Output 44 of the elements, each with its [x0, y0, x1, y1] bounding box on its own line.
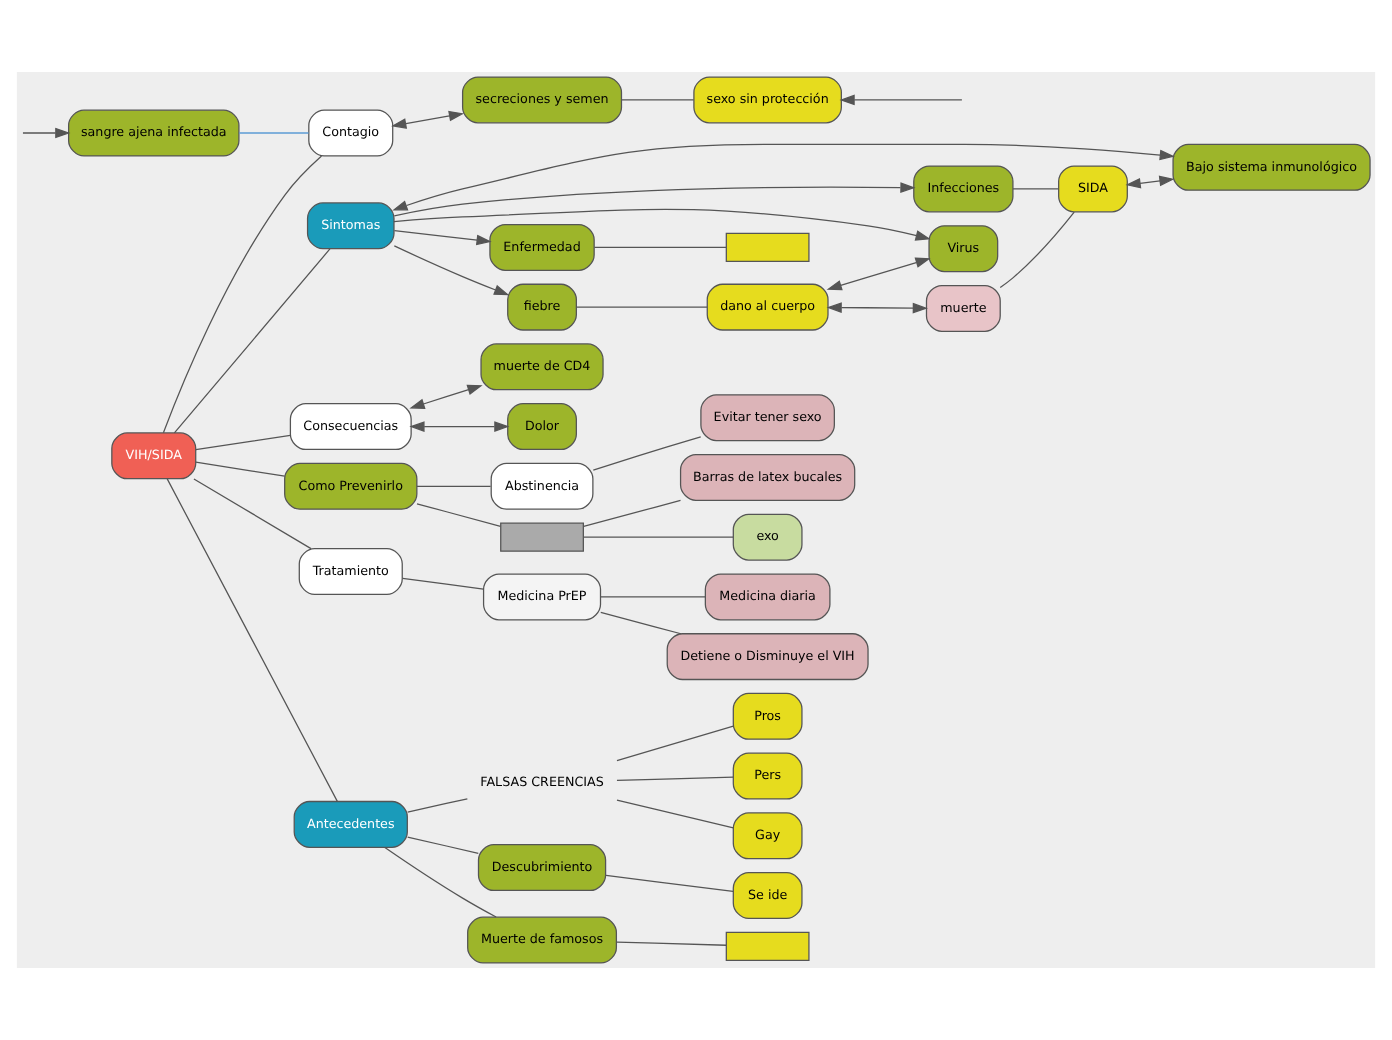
arrow — [392, 143, 1175, 211]
arrow — [409, 421, 510, 432]
connector — [407, 798, 468, 813]
connector — [621, 99, 695, 101]
connector — [195, 461, 286, 477]
arrow — [391, 110, 465, 129]
connector — [616, 776, 734, 781]
arrow — [393, 182, 916, 217]
connector — [407, 836, 479, 854]
node-box — [500, 522, 584, 552]
connector — [402, 577, 485, 590]
arrow — [826, 257, 931, 291]
connector — [162, 155, 323, 434]
connector — [999, 211, 1075, 289]
connector — [583, 536, 734, 538]
connector — [600, 596, 706, 598]
connector — [166, 478, 338, 802]
connector — [173, 248, 331, 434]
arrow — [22, 127, 71, 139]
arrow — [409, 384, 483, 409]
connector — [616, 941, 727, 946]
connector — [583, 499, 682, 527]
connector — [592, 436, 702, 471]
connector — [616, 725, 734, 762]
connector — [616, 799, 734, 829]
connector — [576, 306, 708, 308]
arrow — [826, 302, 928, 314]
connector — [605, 874, 734, 892]
connector — [593, 246, 727, 249]
connector — [416, 485, 492, 487]
node-box — [725, 232, 810, 262]
arrow — [393, 245, 510, 296]
connector — [416, 503, 502, 527]
arrow — [393, 230, 492, 246]
arrow — [393, 208, 931, 241]
connector — [384, 846, 497, 918]
connector — [238, 132, 310, 134]
node-box — [725, 931, 810, 961]
connector — [600, 611, 682, 635]
arrow — [1125, 175, 1175, 189]
connector — [193, 478, 312, 550]
arrow — [839, 94, 963, 106]
connector — [195, 434, 291, 451]
connector — [1012, 188, 1060, 190]
